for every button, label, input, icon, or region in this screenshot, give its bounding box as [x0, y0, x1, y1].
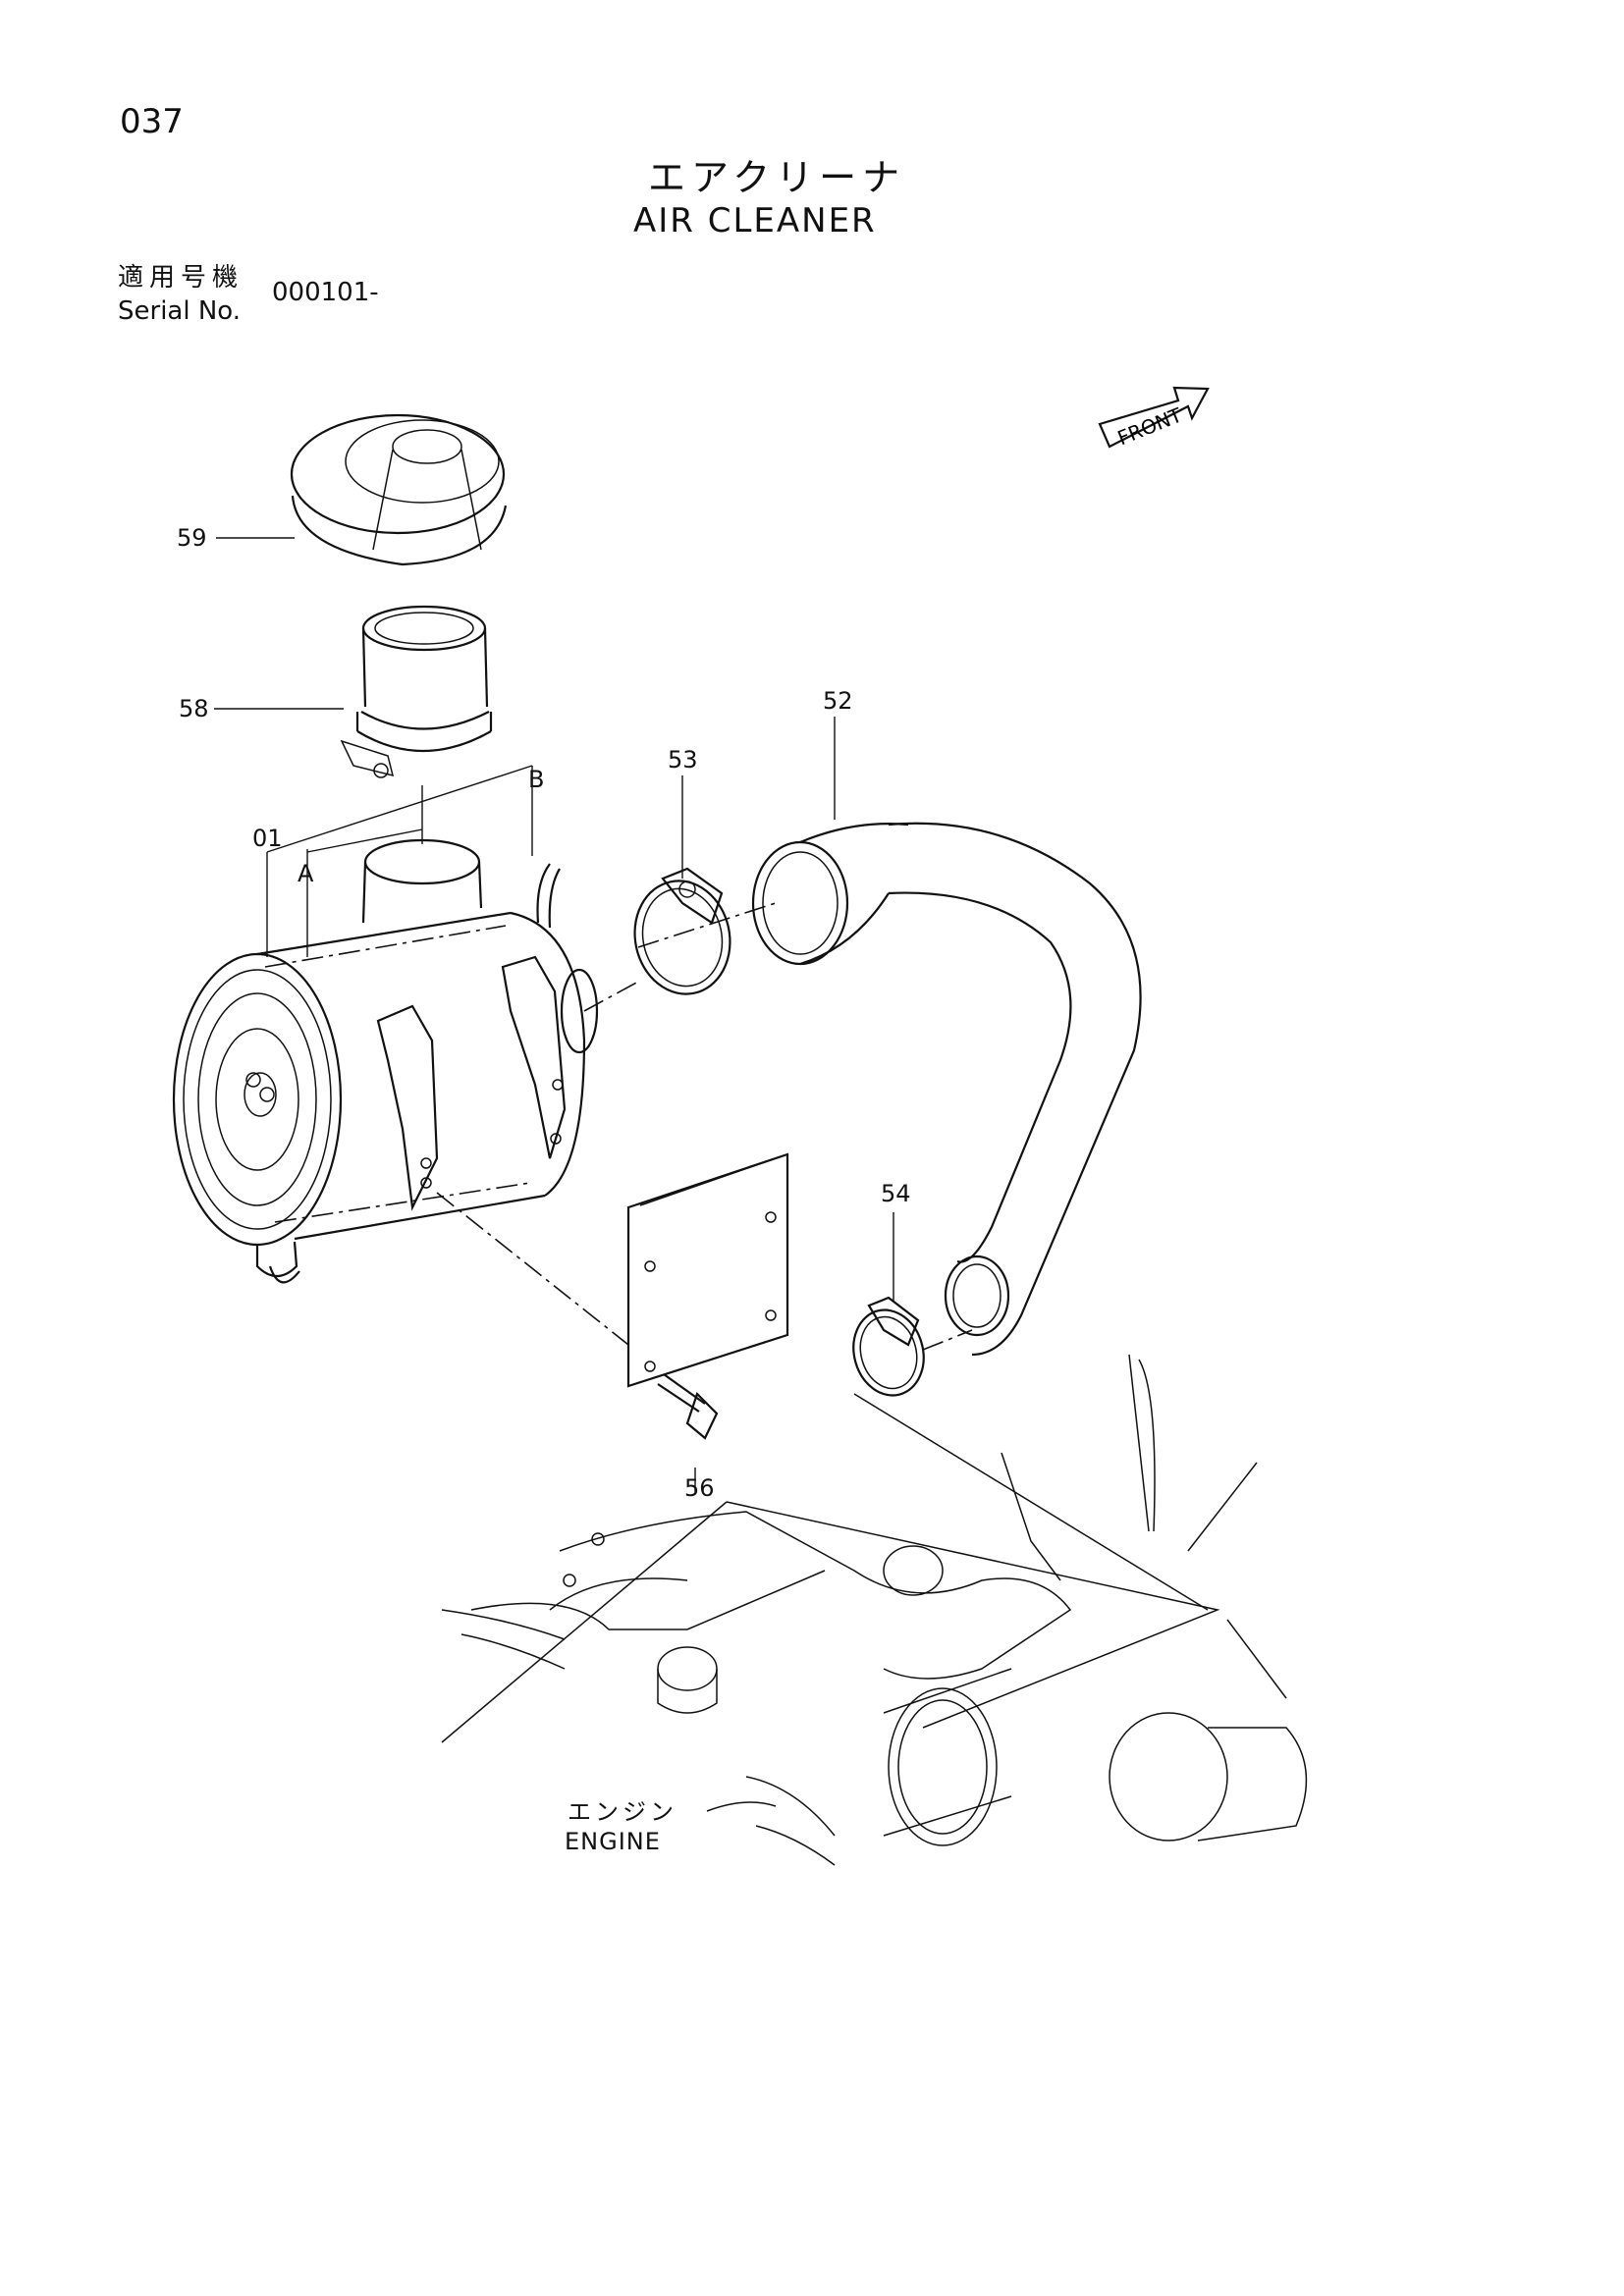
- part-58-duct: [340, 605, 493, 778]
- part-52-hose: [751, 822, 1142, 1357]
- callout-54: 54: [881, 1180, 911, 1207]
- part-54-clamp: [852, 1296, 925, 1397]
- callout-58: 58: [179, 695, 209, 722]
- callout-56: 56: [684, 1474, 715, 1502]
- leader-lines: [214, 537, 973, 1492]
- part-59-cap: [290, 413, 508, 566]
- engine-illustration: [441, 1354, 1308, 1866]
- part-56-bolt: [657, 1373, 719, 1440]
- serial-label-english: Serial No.: [118, 296, 241, 326]
- title-english: AIR CLEANER: [633, 201, 877, 240]
- page-number: 037: [120, 102, 184, 141]
- part-53-clamp: [633, 867, 731, 995]
- part-01-body: [172, 838, 599, 1284]
- engine-label-japanese: エンジン: [568, 1798, 677, 1826]
- title-japanese: エアクリーナ: [648, 156, 906, 199]
- engine-label-english: ENGINE: [565, 1828, 661, 1855]
- callout-b: B: [528, 766, 545, 793]
- front-arrow: FRONT: [1098, 386, 1210, 450]
- part-plate: [626, 1152, 789, 1388]
- callout-59: 59: [177, 524, 207, 552]
- callout-a: A: [298, 860, 314, 887]
- callout-52: 52: [823, 687, 853, 715]
- serial-label-japanese: 適用号機: [118, 263, 244, 293]
- callout-53: 53: [668, 746, 698, 774]
- callout-01: 01: [252, 825, 283, 852]
- serial-value: 000101-: [272, 278, 379, 307]
